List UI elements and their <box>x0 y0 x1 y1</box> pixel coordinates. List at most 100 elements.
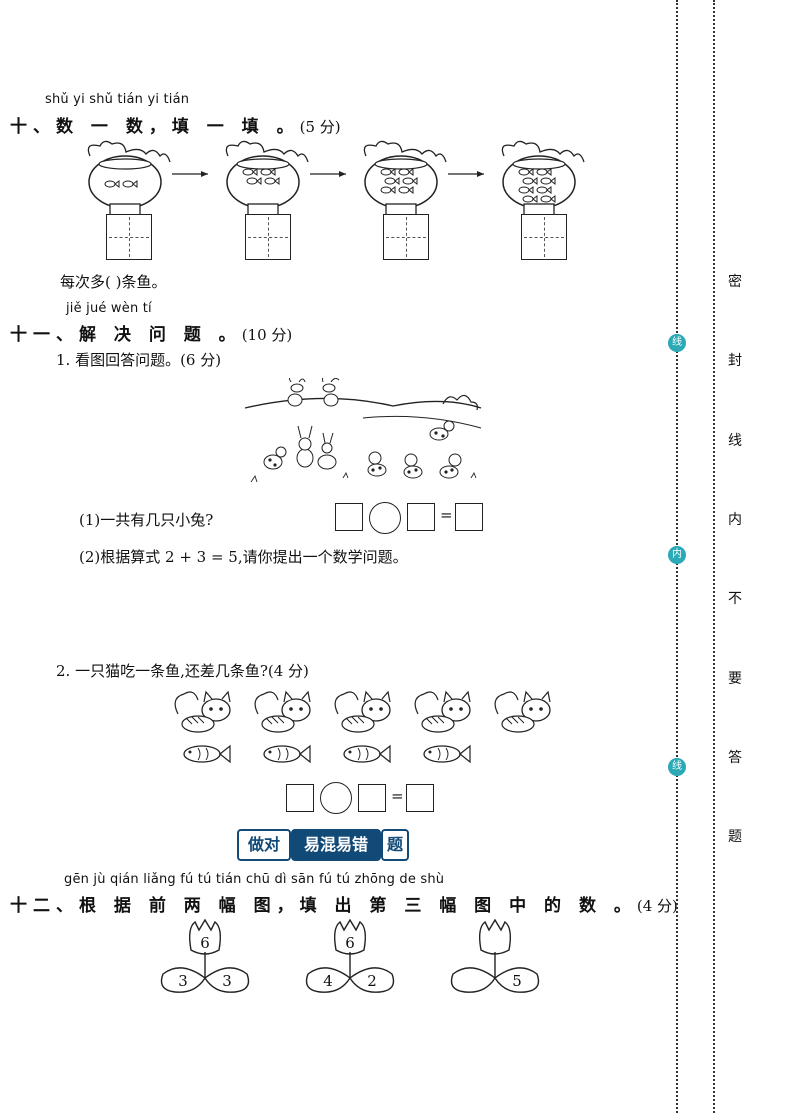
seal-char-5: 不 <box>728 591 742 607</box>
dogs-bottom <box>367 451 462 479</box>
fish-bowl-3 <box>363 140 447 217</box>
fish-2 <box>263 744 311 764</box>
fish-icon <box>242 168 254 176</box>
fish-icon <box>122 180 134 188</box>
flower-2-top-number: 6 <box>345 934 355 952</box>
fish-icon <box>540 195 552 203</box>
fish-bowl-1 <box>87 140 171 217</box>
q2-answer-box-2[interactable] <box>358 784 386 812</box>
rabbit-top-1 <box>287 378 306 407</box>
cat-4 <box>414 690 471 733</box>
flower-3: 5 <box>450 918 540 993</box>
fish-1 <box>183 744 231 764</box>
banner-part-1: 做对 <box>237 829 291 861</box>
q1-title: 1. 看图回答问题。(6 分) <box>56 351 222 369</box>
s11-points: (10 分) <box>241 326 293 344</box>
fish-icon <box>104 180 116 188</box>
s12-pinyin: gēn jù qián liǎng fú tú tián chū dì sān … <box>64 872 445 887</box>
fish-icon <box>384 177 396 185</box>
fish-bowl-2 <box>225 140 309 217</box>
fish-bowl-sequence <box>87 140 585 217</box>
q2-equals: = <box>391 787 404 805</box>
fish-icon <box>522 177 534 185</box>
q2-title: 2. 一只猫吃一条鱼,还差几条鱼?(4 分) <box>56 662 309 680</box>
cat-1 <box>174 690 231 733</box>
fish-icon <box>380 168 392 176</box>
cat-3 <box>334 690 391 733</box>
bowl-answer-grid-2[interactable] <box>245 214 291 260</box>
s10-answer-line: 每次多( )条鱼。 <box>60 273 167 291</box>
seal-char-7: 答 <box>728 750 742 766</box>
fish-icon <box>260 168 272 176</box>
fish-3 <box>343 744 391 764</box>
s12-points: (4 分) <box>636 897 678 915</box>
fish-icon <box>518 186 530 194</box>
banner-part-2: 易混易错 <box>291 829 381 861</box>
s10-title: 十、数 一 数，填 一 填 。 <box>10 117 300 137</box>
seal-marker-3: 线 <box>668 758 686 776</box>
fish-icon <box>536 168 548 176</box>
rabbit-bottom-3 <box>317 432 337 470</box>
bowl-answer-grid-3[interactable] <box>383 214 429 260</box>
fish-icon <box>264 177 276 185</box>
s12-title: 十二、根 据 前 两 幅 图，填 出 第 三 幅 图 中 的 数 。 <box>10 896 637 916</box>
rabbit-top-2 <box>322 378 340 407</box>
bowl-answer-grid-1[interactable] <box>106 214 152 260</box>
q1-operator-circle[interactable] <box>369 502 401 534</box>
dog-right <box>429 420 455 441</box>
q2-answer-box-1[interactable] <box>286 784 314 812</box>
rabbit-bottom-1 <box>263 446 287 470</box>
fish-icon <box>522 195 534 203</box>
q2-operator-circle[interactable] <box>320 782 352 814</box>
s10-points: (5 分) <box>299 118 341 136</box>
flower-1-left-number: 3 <box>178 972 188 990</box>
s12-heading: 十二、根 据 前 两 幅 图，填 出 第 三 幅 图 中 的 数 。(4 分) <box>10 891 678 916</box>
flower-1-top-number: 6 <box>200 934 210 952</box>
s11-title: 十一、解 决 问 题 。 <box>10 325 242 345</box>
fish-icon <box>398 168 410 176</box>
cat-5 <box>494 690 551 733</box>
cat-2 <box>254 690 311 733</box>
bowl-answer-grid-4[interactable] <box>521 214 567 260</box>
rabbits-dogs-illustration <box>244 378 482 483</box>
s10-heading: 十、数 一 数，填 一 填 。(5 分) <box>10 112 341 137</box>
rabbit-bottom-2 <box>296 425 314 468</box>
fish-bowl-4 <box>501 140 585 217</box>
q1-answer-box-1[interactable] <box>335 503 363 531</box>
fish-4 <box>423 744 471 764</box>
q1-answer-box-2[interactable] <box>407 503 435 531</box>
q1-sub1: (1)一共有几只小兔? <box>79 511 214 529</box>
fish-icon <box>380 186 392 194</box>
flower-2: 6 4 2 <box>305 918 395 993</box>
s11-pinyin: jiě jué wèn tí <box>66 301 152 316</box>
flower-2-right-number: 2 <box>367 972 377 990</box>
banner-part-3: 题 <box>381 829 409 861</box>
flower-2-left-number: 4 <box>323 972 333 990</box>
fish-icon <box>402 177 414 185</box>
s10-pinyin: shǔ yi shǔ tián yi tián <box>45 92 190 107</box>
fish-icon <box>246 177 258 185</box>
fish-icon <box>540 177 552 185</box>
fish-icon <box>518 168 530 176</box>
cats-and-fish-illustration <box>174 690 551 764</box>
flower-3-right-number: 5 <box>512 972 522 990</box>
seal-char-8: 题 <box>728 829 742 845</box>
q1-equals: = <box>440 506 453 524</box>
fish-icon <box>536 186 548 194</box>
fish-icon <box>398 186 410 194</box>
flower-1: 6 3 3 <box>160 918 250 993</box>
seal-char-2: 封 <box>728 353 742 369</box>
q2-answer-box-3[interactable] <box>406 784 434 812</box>
q1-answer-box-3[interactable] <box>455 503 483 531</box>
seal-char-4: 内 <box>728 512 742 528</box>
seal-marker-2: 内 <box>668 546 686 564</box>
seal-line-right <box>713 0 715 1113</box>
q1-sub2: (2)根据算式 2 + 3 = 5,请你提出一个数学问题。 <box>79 548 408 566</box>
flower-puzzle: 6 3 3 6 4 2 5 <box>160 918 540 993</box>
seal-char-6: 要 <box>728 671 742 687</box>
error-prone-banner: 做对 易混易错 题 <box>237 829 409 861</box>
s11-heading: 十一、解 决 问 题 。(10 分) <box>10 320 292 345</box>
seal-char-1: 密 <box>728 274 742 290</box>
flower-1-right-number: 3 <box>222 972 232 990</box>
seal-marker-1: 线 <box>668 334 686 352</box>
